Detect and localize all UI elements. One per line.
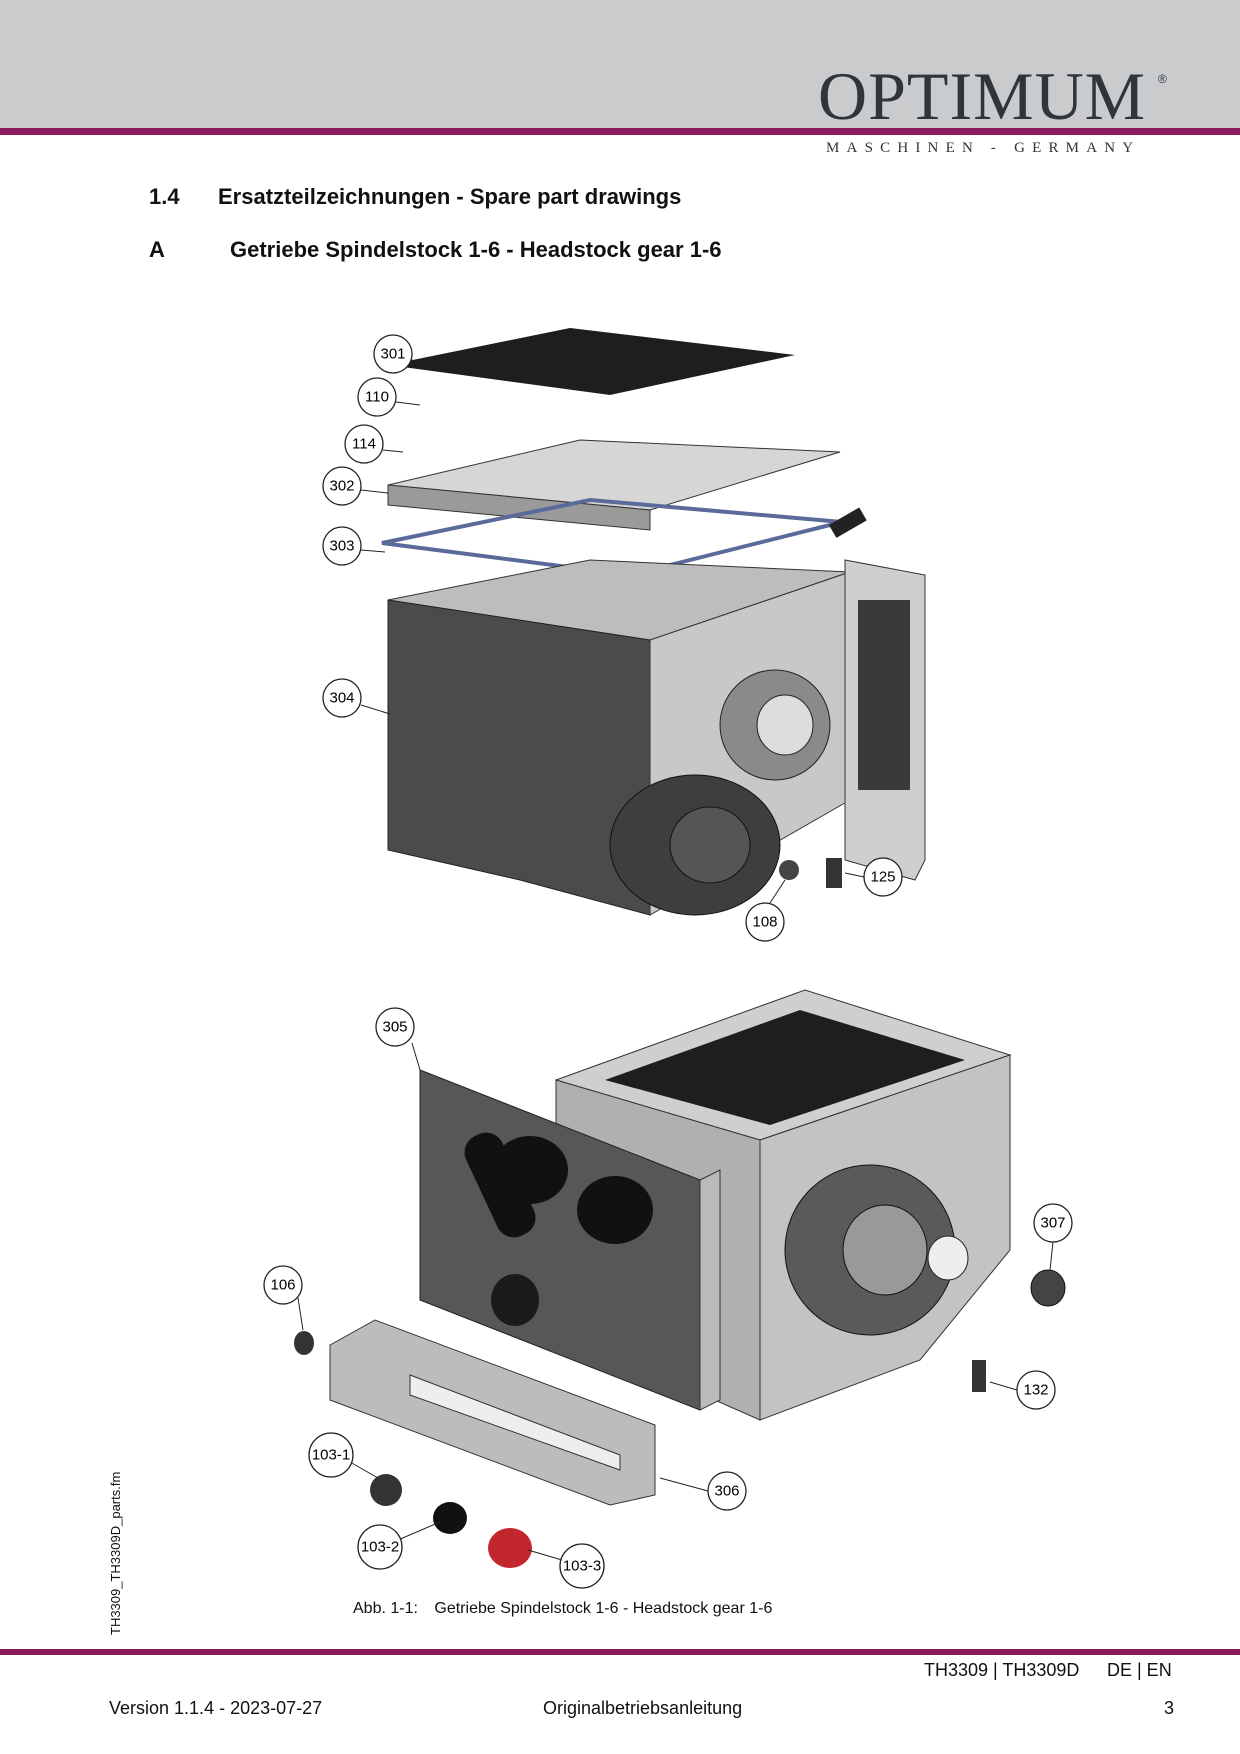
- optimum-logo: OPTIMUM: [818, 58, 1147, 134]
- callout-103-3: 103-3: [559, 1543, 605, 1589]
- callout-103-1: 103-1: [308, 1432, 354, 1478]
- callout-132: 132: [1016, 1370, 1056, 1410]
- headstock-exploded-view: [381, 328, 926, 916]
- callout-303: 303: [322, 526, 362, 566]
- footer-doc-type: Originalbetriebsanleitung: [543, 1698, 743, 1718]
- figure-caption: Abb. 1-1: Getriebe Spindelstock 1-6 - He…: [353, 1600, 772, 1618]
- footer-models: TH3309 | TH3309D: [924, 1660, 1080, 1680]
- svg-text:305: 305: [382, 1019, 407, 1036]
- svg-text:103-2: 103-2: [361, 1539, 399, 1556]
- caption-text: Getriebe Spindelstock 1-6 - Headstock ge…: [434, 1600, 773, 1617]
- callout-302: 302: [322, 466, 362, 506]
- callout-306: 306: [707, 1471, 747, 1511]
- footer-languages: DE | EN: [1107, 1660, 1172, 1680]
- svg-text:304: 304: [329, 690, 354, 707]
- callout-125: 125: [863, 857, 903, 897]
- callout-106: 106: [263, 1265, 303, 1305]
- svg-text:110: 110: [365, 389, 389, 406]
- side-filename: TH3309_TH3309D_parts.fm: [108, 1471, 123, 1635]
- section-number: 1.4: [149, 184, 180, 209]
- svg-text:108: 108: [752, 914, 777, 931]
- subsection-title: Getriebe Spindelstock 1-6 - Headstock ge…: [230, 237, 722, 262]
- callout-110: 110: [357, 377, 397, 417]
- logo-tagline: MASCHINEN - GERMANY: [826, 140, 1141, 156]
- callout-301: 301: [373, 334, 413, 374]
- svg-text:307: 307: [1040, 1215, 1065, 1232]
- footer-divider: [0, 1649, 1240, 1655]
- svg-text:302: 302: [329, 478, 354, 495]
- callout-305: 305: [375, 1007, 415, 1047]
- section-title: Ersatzteilzeichnungen - Spare part drawi…: [218, 184, 682, 209]
- callout-114: 114: [344, 424, 384, 464]
- svg-text:106: 106: [270, 1277, 295, 1294]
- header-divider: [0, 128, 1240, 135]
- subsection-letter: A: [149, 237, 165, 262]
- callout-108: 108: [745, 902, 785, 942]
- footer-version: Version 1.1.4 - 2023-07-27: [109, 1698, 323, 1718]
- svg-text:301: 301: [380, 346, 405, 363]
- headstock-assembled-view: [294, 989, 1066, 1568]
- svg-text:114: 114: [352, 436, 376, 453]
- caption-label: Abb. 1-1:: [353, 1600, 418, 1617]
- callout-103-2: 103-2: [357, 1524, 403, 1570]
- page-number: 3: [1164, 1698, 1175, 1718]
- svg-text:125: 125: [870, 869, 895, 886]
- registered-mark: ®: [1158, 72, 1167, 86]
- callout-304: 304: [322, 678, 362, 718]
- callouts-top: 301 110 114 302 303 304 125 108: [322, 334, 903, 942]
- callouts-bottom: 305 307 106 132 103-1 306 103-2 103-3: [263, 1007, 1073, 1589]
- leader-lines: [297, 359, 1054, 1561]
- svg-text:303: 303: [329, 538, 354, 555]
- callout-307: 307: [1033, 1203, 1073, 1243]
- svg-text:306: 306: [714, 1483, 739, 1500]
- svg-text:103-1: 103-1: [312, 1447, 350, 1464]
- svg-text:132: 132: [1023, 1382, 1048, 1399]
- svg-text:103-3: 103-3: [563, 1558, 601, 1575]
- page-header: [0, 0, 1240, 128]
